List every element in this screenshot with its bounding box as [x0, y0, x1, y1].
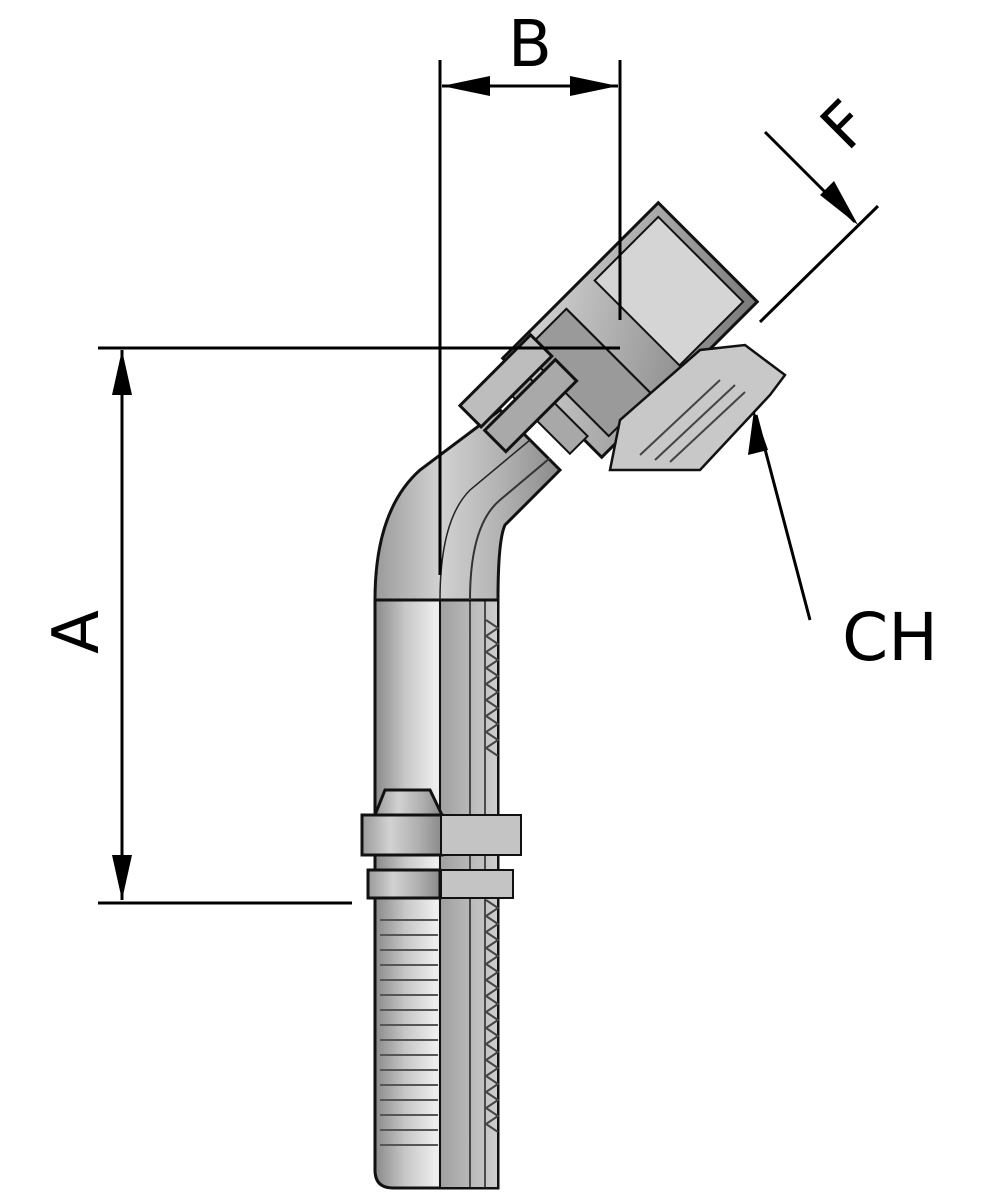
collar-section-lower [440, 869, 514, 899]
dim-f-extension [758, 204, 880, 324]
bent-bore [469, 457, 551, 601]
dim-a-arrow-top [112, 350, 132, 395]
fitting-body [360, 200, 787, 1190]
ch-leader-arrow [748, 410, 768, 455]
hose-tail-serrations [380, 919, 438, 1146]
dim-a-arrow-bottom [112, 855, 132, 900]
collar-ring [360, 813, 444, 857]
dim-b-arrow-left [442, 76, 490, 96]
label-a: A [40, 610, 114, 654]
dim-b-arrow-right [570, 76, 618, 96]
dim-f-arrow [820, 181, 858, 225]
collar-ring-lower [366, 868, 442, 900]
nut-section [608, 343, 787, 472]
dimension-f: F [758, 86, 883, 324]
nut-threads [639, 379, 746, 463]
dimension-ch: CH [748, 410, 938, 676]
label-ch: CH [842, 599, 938, 676]
section-serrations [484, 619, 500, 1133]
dimension-b: B [438, 8, 622, 575]
label-b: B [508, 8, 552, 82]
swivel-rings [457, 332, 579, 454]
dimension-a: A [40, 346, 620, 905]
collar-section [440, 814, 522, 856]
collar-chamfer [372, 788, 445, 817]
label-f: F [806, 86, 883, 163]
bent-tube-centerline [439, 439, 531, 601]
bent-tube [373, 408, 563, 602]
hex-nut [500, 200, 760, 460]
